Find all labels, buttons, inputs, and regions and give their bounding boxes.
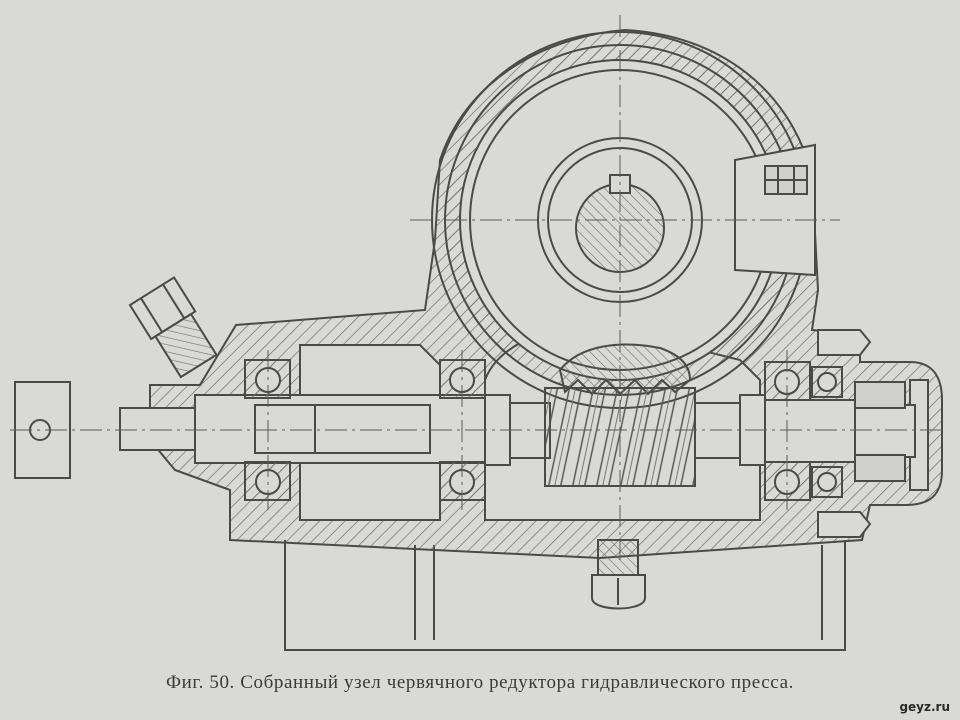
figure-caption: Фиг. 50. Собранный узел червячного редук… [166,672,794,693]
centre-lines [10,15,945,560]
bolt-boss [734,143,816,277]
drain-plug [591,539,646,610]
filler-plug [128,276,218,379]
worm-shaft [119,387,916,487]
cover-bolts [817,329,906,538]
base-frame [284,540,846,651]
site-watermark: geyz.ru [899,700,950,714]
